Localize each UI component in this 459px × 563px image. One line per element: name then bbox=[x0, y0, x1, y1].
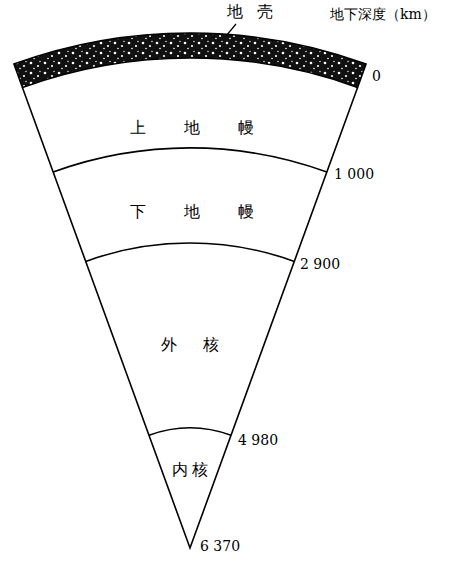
earth-layer: 地壳 bbox=[209, 0, 291, 23]
earth-layer: 上地幔 bbox=[88, 116, 296, 139]
layer-name: 外核 bbox=[131, 333, 249, 356]
depth-value: 2 900 bbox=[300, 256, 340, 273]
layer-name: 内核 bbox=[164, 458, 216, 481]
depth-value: 6 370 bbox=[200, 538, 240, 555]
boundary-1000 bbox=[53, 148, 327, 172]
wedge-outline bbox=[22, 88, 357, 549]
leader-line bbox=[226, 24, 236, 36]
layer-name: 下地幔 bbox=[88, 200, 296, 223]
layer-name: 地壳 bbox=[209, 0, 291, 23]
layer-name: 上地幔 bbox=[88, 116, 296, 139]
earth-layer: 内核 bbox=[164, 458, 216, 481]
earth-layer: 下地幔 bbox=[88, 200, 296, 223]
crust-band bbox=[14, 33, 366, 88]
earth-layer: 外核 bbox=[131, 333, 249, 356]
depth-value: 4 980 bbox=[238, 432, 278, 449]
depth-value: 1 000 bbox=[334, 166, 374, 183]
boundary-2900 bbox=[86, 243, 295, 261]
axis-title: 地下深度（km） bbox=[330, 6, 436, 23]
depth-value: 0 bbox=[372, 68, 381, 85]
boundary-4980 bbox=[149, 428, 231, 435]
